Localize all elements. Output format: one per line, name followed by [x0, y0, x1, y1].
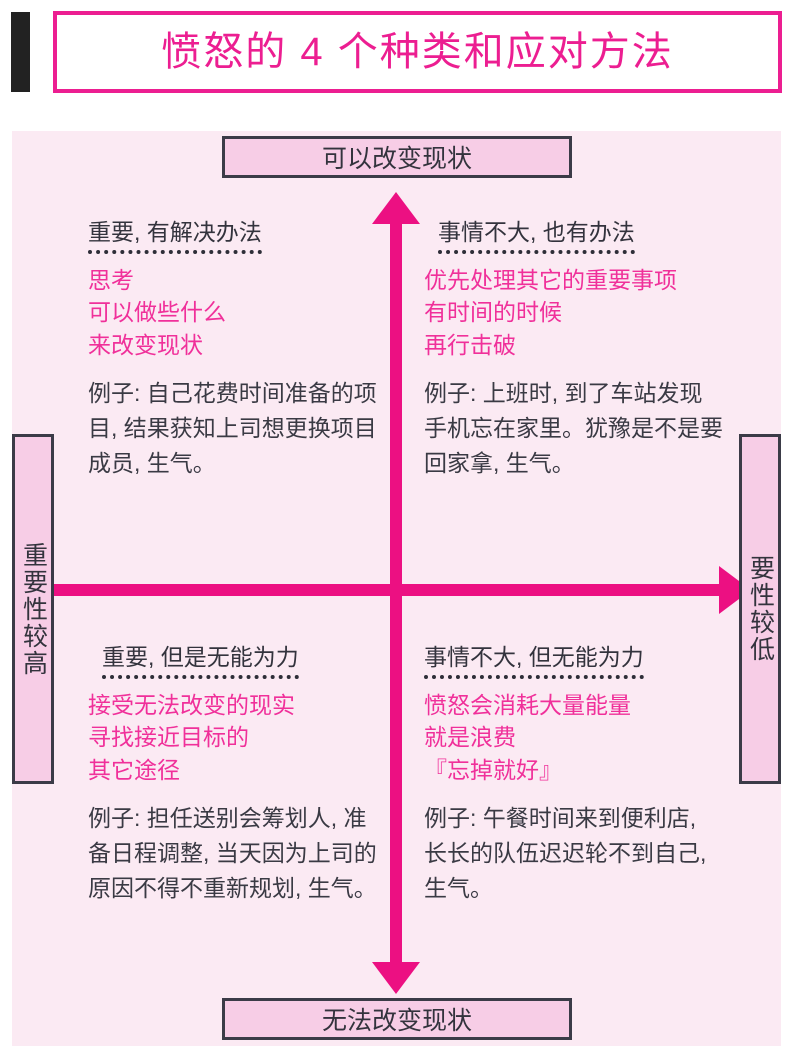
page-title: 愤怒的 4 个种类和应对方法 [161, 30, 674, 74]
quadrant-top-left-points: 思考 可以做些什么 来改变现状 [88, 264, 378, 362]
quadrant-point: 其它途径 [88, 757, 180, 784]
axis-label-right: 要性较低 [739, 434, 781, 784]
axis-label-left: 重要性较高 [12, 434, 54, 784]
quadrant-point: 有时间的时候 [424, 299, 562, 326]
axis-label-right-text: 要性较低 [746, 555, 775, 663]
title-accent-bar [11, 12, 30, 92]
quadrant-point: 思考 [88, 266, 134, 293]
quadrant-point: 优先处理其它的重要事项 [424, 266, 677, 293]
quadrant-point: 愤怒会消耗大量能量 [424, 691, 631, 718]
quadrant-bottom-left: 重要, 但是无能为力 接受无法改变的现实 寻找接近目标的 其它途径 例子: 担任… [88, 643, 378, 906]
arrow-down-icon [372, 962, 420, 994]
quadrant-point: 接受无法改变的现实 [88, 691, 295, 718]
quadrant-bottom-right: 事情不大, 但无能为力 愤怒会消耗大量能量 就是浪费 『忘掉就好』 例子: 午餐… [424, 643, 724, 906]
axis-label-bottom-text: 无法改变现状 [321, 1007, 472, 1035]
quadrant-point: 可以做些什么 [88, 299, 226, 326]
quadrant-point: 来改变现状 [88, 332, 203, 359]
title-box: 愤怒的 4 个种类和应对方法 [53, 11, 782, 93]
quadrant-point: 『忘掉就好』 [424, 757, 562, 784]
quadrant-bottom-right-points: 愤怒会消耗大量能量 就是浪费 『忘掉就好』 [424, 689, 724, 787]
quadrant-top-right-points: 优先处理其它的重要事项 有时间的时候 再行击破 [424, 264, 724, 362]
quadrant-top-right-example: 例子: 上班时, 到了车站发现手机忘在家里。犹豫是不是要回家拿, 生气。 [424, 379, 723, 476]
quadrant-bottom-left-example: 例子: 担任送别会筹划人, 准备日程调整, 当天因为上司的原因不得不重新规划, … [88, 804, 377, 901]
quadrant-top-left: 重要, 有解决办法 思考 可以做些什么 来改变现状 例子: 自己花费时间准备的项… [88, 218, 378, 481]
horizontal-axis-line [35, 584, 731, 596]
axis-label-left-text: 重要性较高 [19, 541, 48, 677]
axis-label-top: 可以改变现状 [222, 136, 572, 178]
quadrant-point: 寻找接近目标的 [88, 724, 249, 751]
quadrant-point: 再行击破 [424, 332, 516, 359]
axis-label-bottom: 无法改变现状 [222, 998, 572, 1040]
quadrant-bottom-left-points: 接受无法改变的现实 寻找接近目标的 其它途径 [88, 689, 378, 787]
quadrant-top-left-heading: 重要, 有解决办法 [88, 218, 262, 254]
quadrant-point: 就是浪费 [424, 724, 516, 751]
quadrant-top-right: 事情不大, 也有办法 优先处理其它的重要事项 有时间的时候 再行击破 例子: 上… [424, 218, 724, 481]
quadrant-top-left-example: 例子: 自己花费时间准备的项目, 结果获知上司想更换项目成员, 生气。 [88, 379, 377, 476]
arrow-up-icon [372, 192, 420, 224]
quadrant-bottom-left-heading: 重要, 但是无能为力 [102, 643, 299, 679]
quadrant-top-right-heading: 事情不大, 也有办法 [438, 218, 635, 254]
quadrant-bottom-right-example: 例子: 午餐时间来到便利店, 长长的队伍迟迟轮不到自己, 生气。 [424, 804, 707, 901]
axis-label-top-text: 可以改变现状 [321, 145, 472, 173]
quadrant-bottom-right-heading: 事情不大, 但无能为力 [424, 643, 644, 679]
